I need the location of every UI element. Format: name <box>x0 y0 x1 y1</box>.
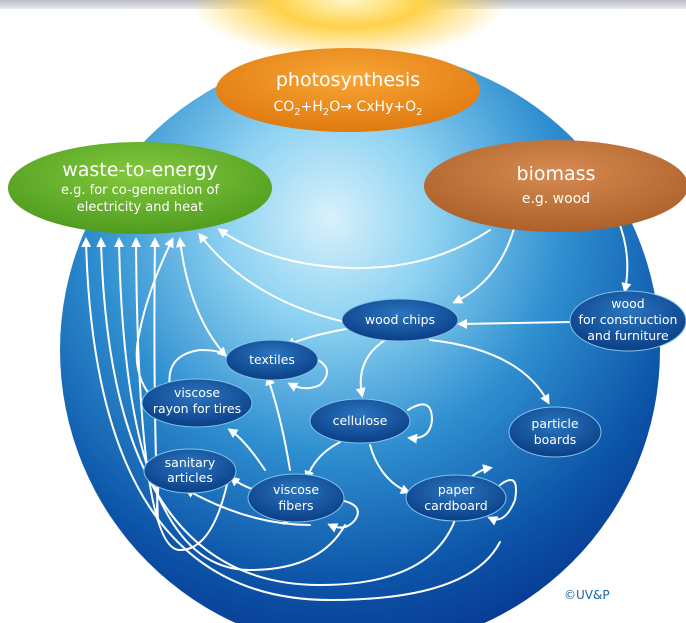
sanitary-articles-line1: sanitary <box>165 455 216 470</box>
cellulose-node: cellulose <box>309 398 411 444</box>
photosynthesis-title: photosynthesis <box>276 69 420 91</box>
textiles-label: textiles <box>249 352 295 367</box>
photosynthesis-node: photosynthesis CO2+H2O→ CxHy+O2 <box>216 48 480 132</box>
return-arrows <box>81 228 501 602</box>
particle-boards-line2: boards <box>534 432 577 447</box>
waste-to-energy-title: waste-to-energy <box>62 159 218 181</box>
viscose-fibers-line1: viscose <box>273 482 319 497</box>
cellulose-label: cellulose <box>333 413 388 428</box>
biomass-title: biomass <box>517 163 596 185</box>
sanitary-articles-node: sanitary articles <box>143 448 237 494</box>
waste-to-energy-line2: electricity and heat <box>77 200 203 215</box>
waste-to-energy-line1: e.g. for co-generation of <box>61 183 219 198</box>
viscose-rayon-line1: viscose <box>174 385 220 400</box>
copyright-label: ©UV&P <box>564 588 610 602</box>
earth-sphere <box>60 50 660 623</box>
paper-cardboard-line2: cardboard <box>424 498 487 513</box>
wood-chips-label: wood chips <box>365 312 435 327</box>
wood-construction-node: wood for construction and furniture <box>569 290 686 352</box>
biomass-node: biomass e.g. wood <box>424 140 686 232</box>
wood-construction-line1: wood <box>611 296 644 311</box>
waste-to-energy-node: waste-to-energy e.g. for co-generation o… <box>8 142 272 234</box>
paper-cardboard-line1: paper <box>438 482 475 497</box>
photosynthesis-equation: CO2+H2O→ CxHy+O2 <box>273 99 422 118</box>
paper-cardboard-node: paper cardboard <box>405 474 507 522</box>
sanitary-articles-line2: articles <box>167 470 213 485</box>
wood-chips-node: wood chips <box>341 298 459 342</box>
wood-construction-line3: and furniture <box>587 328 669 343</box>
wood-construction-line2: for construction <box>579 312 678 327</box>
viscose-fibers-node: viscose fibers <box>247 473 345 523</box>
viscose-fibers-line2: fibers <box>278 498 313 513</box>
particle-boards-line1: particle <box>531 416 578 431</box>
particle-boards-node: particle boards <box>508 406 602 458</box>
viscose-rayon-line2: rayon for tires <box>153 401 241 416</box>
biomass-subtitle: e.g. wood <box>522 191 590 207</box>
sun-glow <box>188 0 508 60</box>
viscose-rayon-node: viscose rayon for tires <box>141 378 253 428</box>
textiles-node: textiles <box>225 339 319 381</box>
